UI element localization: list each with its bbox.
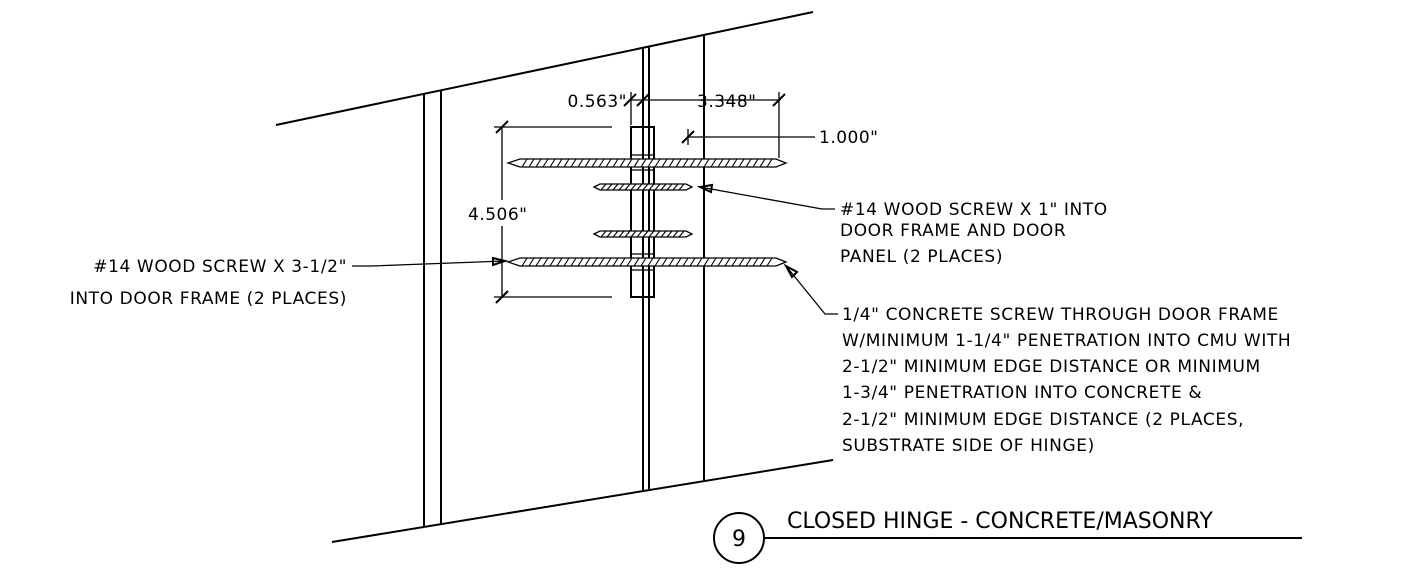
short-screw-bottom [592,230,694,238]
note-wood-screw-long: #14 WOOD SCREW X 3-1/2" INTO DOOR FRAME … [70,257,347,309]
long-screw-bottom [505,257,788,267]
long-screw-top [505,158,788,168]
dim-top-right: 3.348" [697,92,757,112]
svg-text:PANEL (2 PLACES): PANEL (2 PLACES) [840,247,1003,267]
svg-text:INTO DOOR FRAME (2 PLACES): INTO DOOR FRAME (2 PLACES) [70,289,347,309]
short-screw-top [592,183,694,191]
leader-wood-screw-long [352,260,506,267]
wall-bottom-edge [331,459,834,543]
svg-text:1-3/4" PENETRATION INTO CONCRE: 1-3/4" PENETRATION INTO CONCRETE & [842,383,1202,403]
svg-text:W/MINIMUM 1-1/4" PENETRATION I: W/MINIMUM 1-1/4" PENETRATION INTO CMU WI… [842,331,1291,351]
svg-text:2-1/2" MINIMUM EDGE DISTANCE O: 2-1/2" MINIMUM EDGE DISTANCE OR MINIMUM [842,357,1261,377]
leader-concrete-screw [785,265,838,315]
svg-text:DOOR FRAME AND DOOR: DOOR FRAME AND DOOR [840,221,1066,241]
svg-text:#14 WOOD SCREW X 1" INTO: #14 WOOD SCREW X 1" INTO [840,200,1108,220]
leader-wood-screw-short [699,186,835,210]
dim-height: 4.506" [468,205,528,225]
wall-top-edge [275,11,814,126]
svg-text:1/4" CONCRETE SCREW THROUGH DO: 1/4" CONCRETE SCREW THROUGH DOOR FRAME [842,305,1279,325]
detail-number: 9 [732,527,746,552]
dim-right: 1.000" [819,128,879,148]
detail-title: CLOSED HINGE - CONCRETE/MASONRY [787,509,1213,534]
svg-text:SUBSTRATE SIDE OF HINGE): SUBSTRATE SIDE OF HINGE) [842,436,1095,456]
note-wood-screw-short: #14 WOOD SCREW X 1" INTO DOOR FRAME AND … [840,200,1108,267]
svg-text:2-1/2" MINIMUM EDGE DISTANCE (: 2-1/2" MINIMUM EDGE DISTANCE (2 PLACES, [842,410,1244,430]
svg-text:#14 WOOD SCREW X 3-1/2": #14 WOOD SCREW X 3-1/2" [93,257,347,277]
dim-top-left: 0.563" [568,92,628,112]
note-concrete-screw: 1/4" CONCRETE SCREW THROUGH DOOR FRAME W… [842,305,1291,456]
